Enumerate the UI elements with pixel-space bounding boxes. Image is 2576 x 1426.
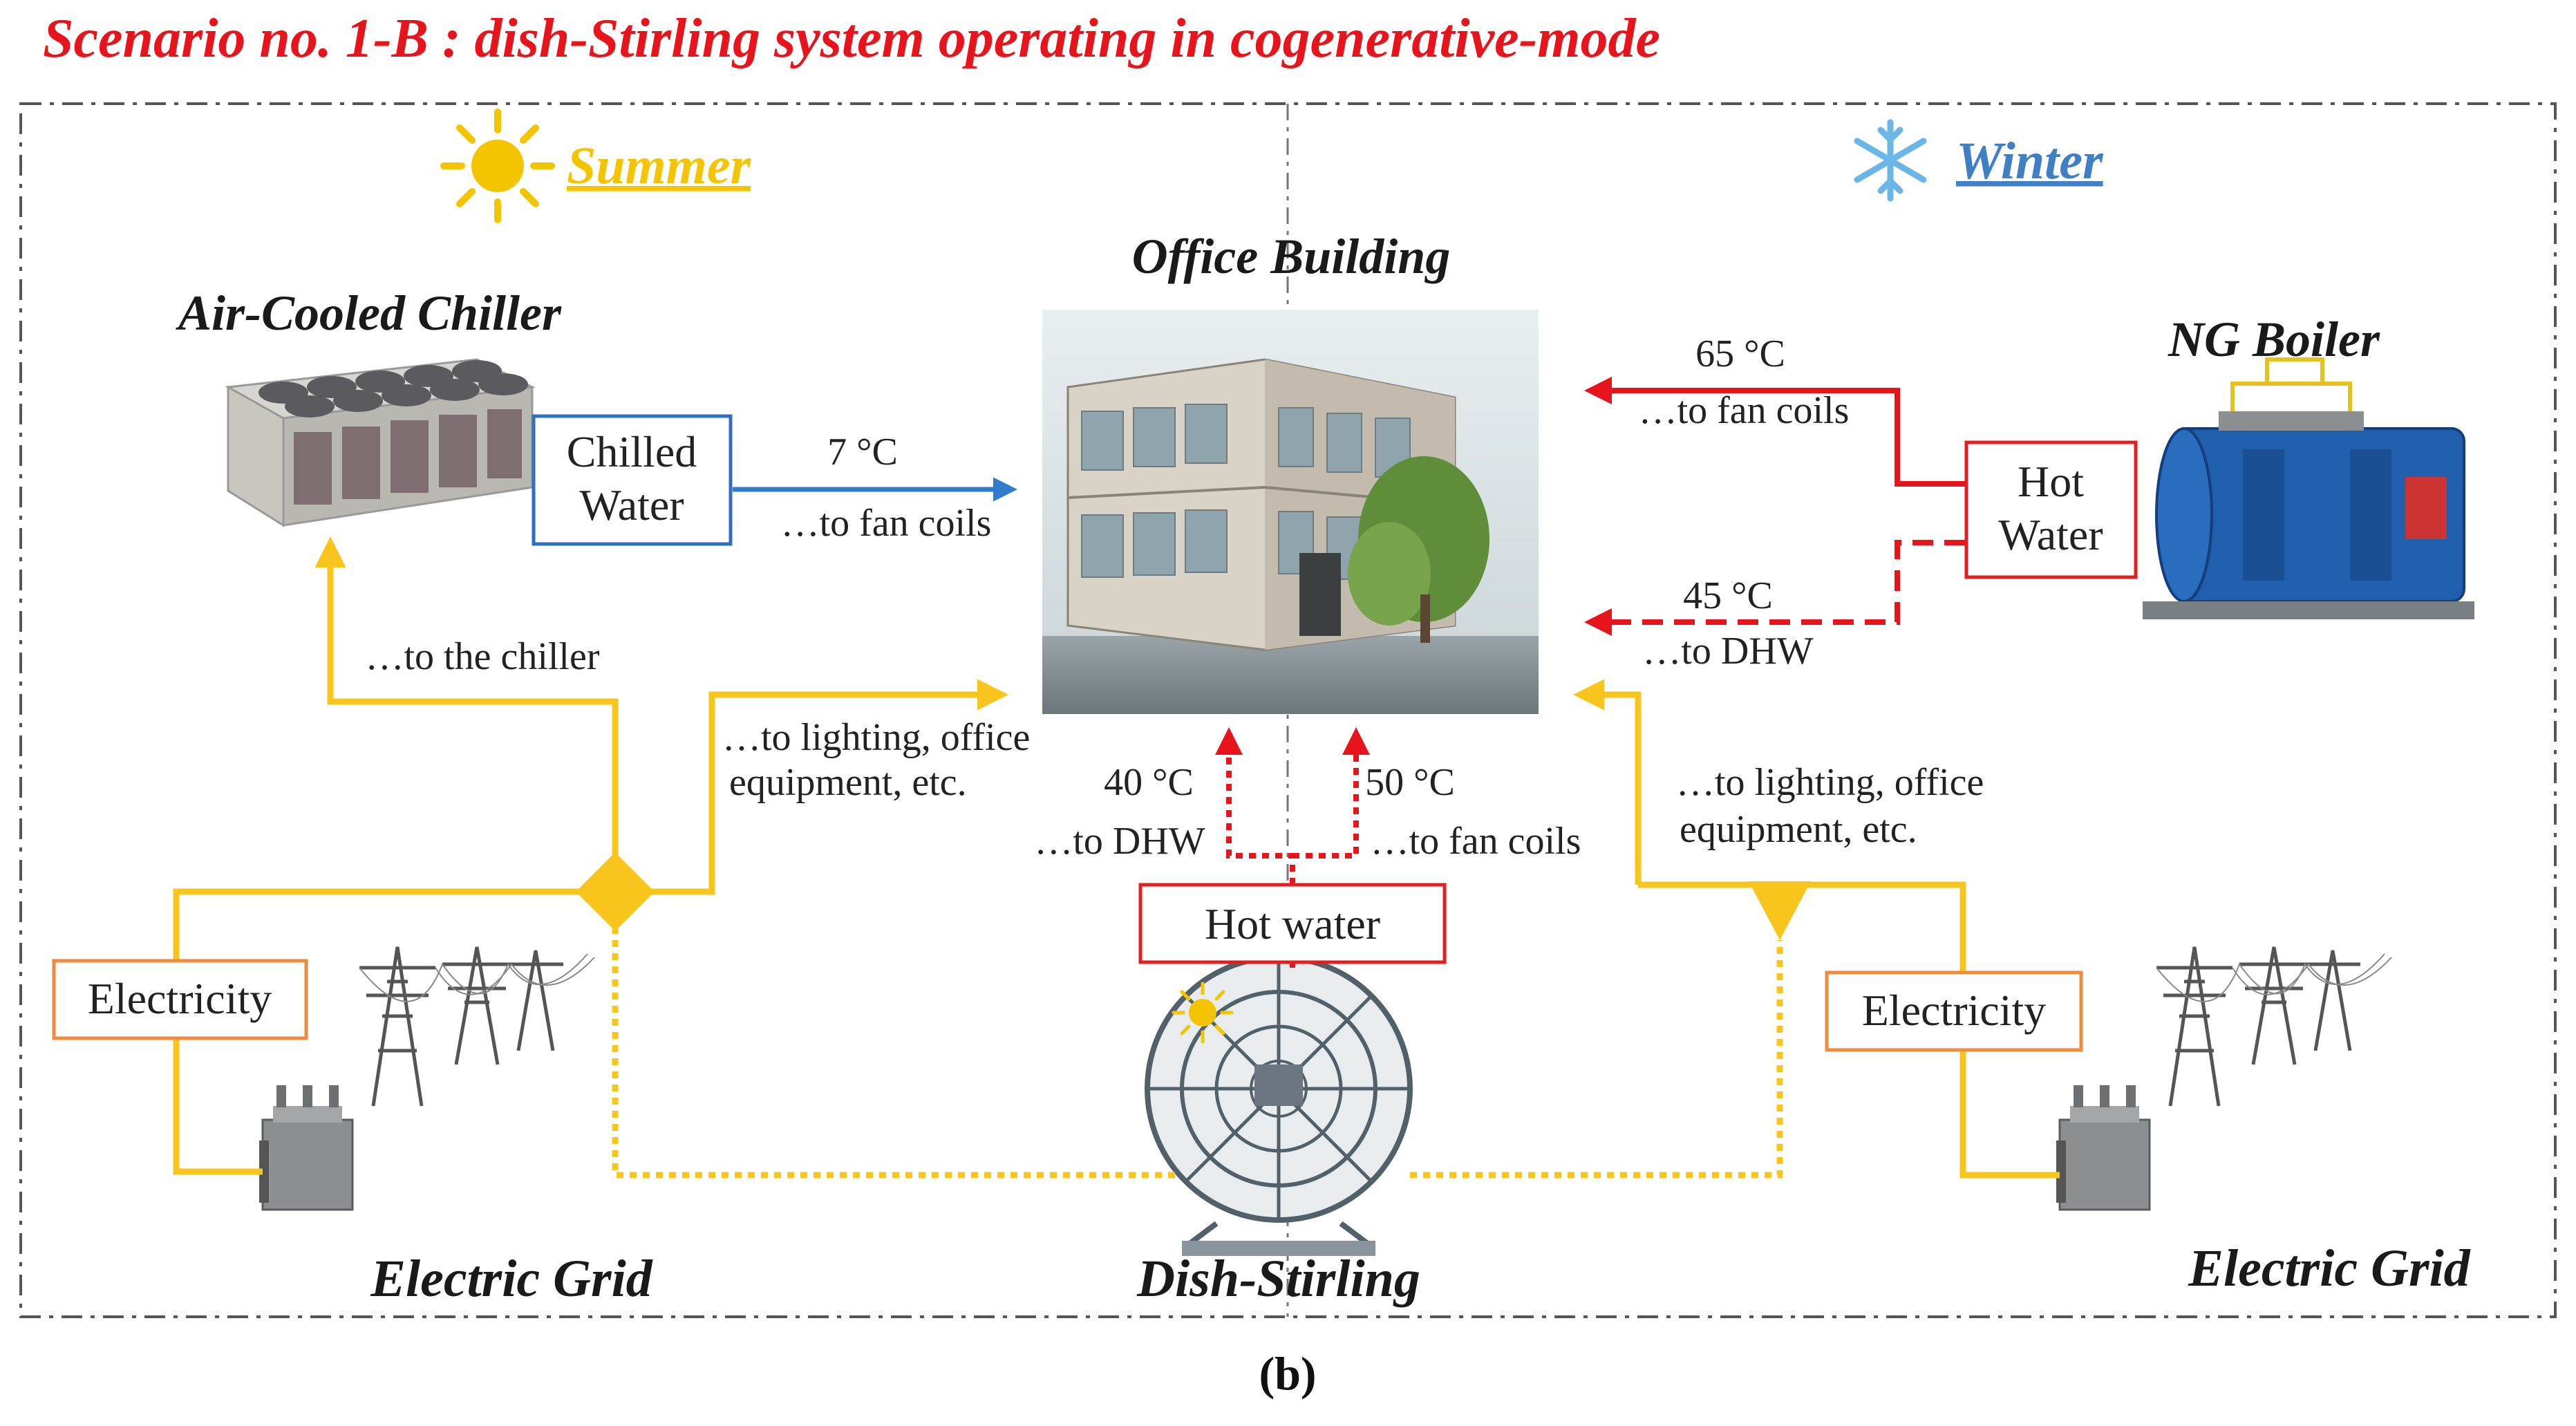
dish-fancoil-arrow: [1292, 727, 1370, 859]
grid-left-image: [259, 946, 595, 1211]
boiler-hot-water-text-2: Water: [1998, 510, 2103, 559]
to-chiller-label: …to the chiller: [365, 635, 599, 678]
electricity-right-text: Electricity: [1862, 986, 2047, 1035]
grid-right-label: Electric Grid: [2188, 1239, 2470, 1297]
office-building-label: Office Building: [1132, 229, 1451, 284]
dish-fc-temp-label: 50 °C: [1365, 761, 1455, 804]
frame: [19, 102, 2557, 1318]
boiler-sh-dest-label: …to fan coils: [1639, 389, 1850, 432]
junction-triangle: [1749, 881, 1811, 940]
dish-dhw-arrow: [1215, 727, 1295, 885]
electricity-left-text: Electricity: [88, 974, 272, 1023]
dish-stirling-image: [1145, 955, 1413, 1256]
dish-to-right-dotted: [1410, 940, 1783, 1179]
junction-diamond: [576, 852, 655, 931]
to-chiller-arrow: [314, 536, 619, 892]
dish-to-left-dotted: [612, 926, 1175, 1179]
season-summer: Summer: [567, 137, 751, 195]
to-building-right-arrow: [1573, 679, 1642, 885]
chilled-dest-label: …to fan coils: [781, 502, 992, 545]
boiler-hot-water-text-1: Hot: [2018, 457, 2084, 506]
chiller-label: Air-Cooled Chiller: [176, 285, 562, 341]
dish-hot-water-text: Hot water: [1205, 899, 1380, 948]
grid-left-label: Electric Grid: [370, 1250, 652, 1308]
dish-label: Dish-Stirling: [1136, 1250, 1420, 1308]
office-building-image: [1042, 310, 1539, 714]
dish-hot-water-box: Hot water: [1138, 883, 1447, 964]
boiler-hot-water-box: Hot Water: [1964, 440, 2138, 579]
chilled-water-text-1: Chilled: [567, 427, 697, 476]
boiler-fancoil-arrow: [1584, 377, 1965, 487]
chilled-temp-label: 7 °C: [827, 431, 898, 473]
electricity-left-box: Electricity: [52, 959, 308, 1040]
lighting-left-label-2: equipment, etc.: [729, 761, 967, 804]
lighting-left-label-1: …to lighting, office: [722, 716, 1030, 759]
boiler-sh-temp-label: 65 °C: [1695, 332, 1785, 375]
dish-dhw-dest-label: …to DHW: [1034, 820, 1205, 863]
boiler-dhw-arrow: [1584, 540, 1965, 636]
diagram-title: Scenario no. 1-B : dish-Stirling system …: [43, 8, 1660, 69]
dish-dhw-temp-label: 40 °C: [1104, 761, 1194, 804]
chilled-water-box: Chilled Water: [532, 414, 733, 546]
snowflake-icon: [1854, 119, 1927, 202]
boiler-dhw-temp-label: 45 °C: [1683, 574, 1773, 617]
boiler-dhw-dest-label: …to DHW: [1642, 630, 1813, 673]
dish-fc-dest-label: …to fan coils: [1371, 820, 1581, 863]
to-building-left-arrow: [615, 679, 1008, 895]
chiller-image: [225, 358, 536, 527]
season-winter: Winter: [1956, 132, 2104, 190]
grid-right-image: [2056, 946, 2392, 1211]
lighting-right-label-1: …to lighting, office: [1676, 761, 1984, 804]
sun-icon: [440, 109, 555, 223]
lighting-right-label-2: equipment, etc.: [1680, 808, 1917, 851]
electricity-right-box: Electricity: [1825, 970, 2083, 1052]
dish-sun-icon: [1172, 982, 1234, 1044]
chilled-water-text-2: Water: [579, 480, 684, 529]
boiler-image: [2143, 357, 2474, 619]
figure-caption: (b): [1259, 1347, 1316, 1400]
